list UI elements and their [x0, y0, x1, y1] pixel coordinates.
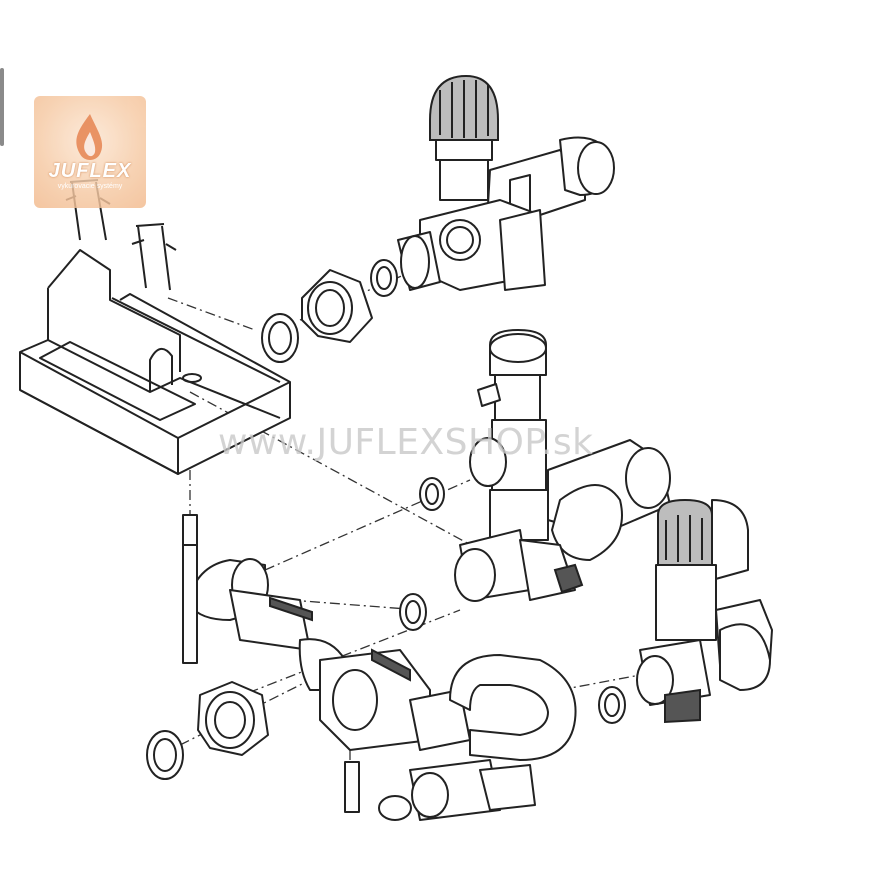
flame-icon [76, 114, 103, 160]
gaskets [146, 259, 626, 780]
union-nut-top [301, 269, 373, 343]
union-nut-bottom [197, 681, 269, 756]
scrollbar-thumb[interactable] [0, 68, 4, 146]
valve-group-middle [454, 329, 671, 602]
logo-brand-text: JUFLEX [48, 160, 132, 182]
valve-group-right [636, 498, 773, 724]
mounting-bracket [19, 249, 291, 475]
logo-tagline: vykurovacie systémy [57, 183, 123, 190]
bypass-loop-assembly [319, 648, 577, 821]
brand-logo: JUFLEX vykurovacie systémy [34, 96, 146, 208]
ball-valve-left [189, 558, 346, 691]
watermark-text: www.JUFLEXSHOP.sk [218, 422, 594, 463]
safety-valve-group-top [397, 74, 615, 291]
sensor-rod [182, 514, 360, 813]
